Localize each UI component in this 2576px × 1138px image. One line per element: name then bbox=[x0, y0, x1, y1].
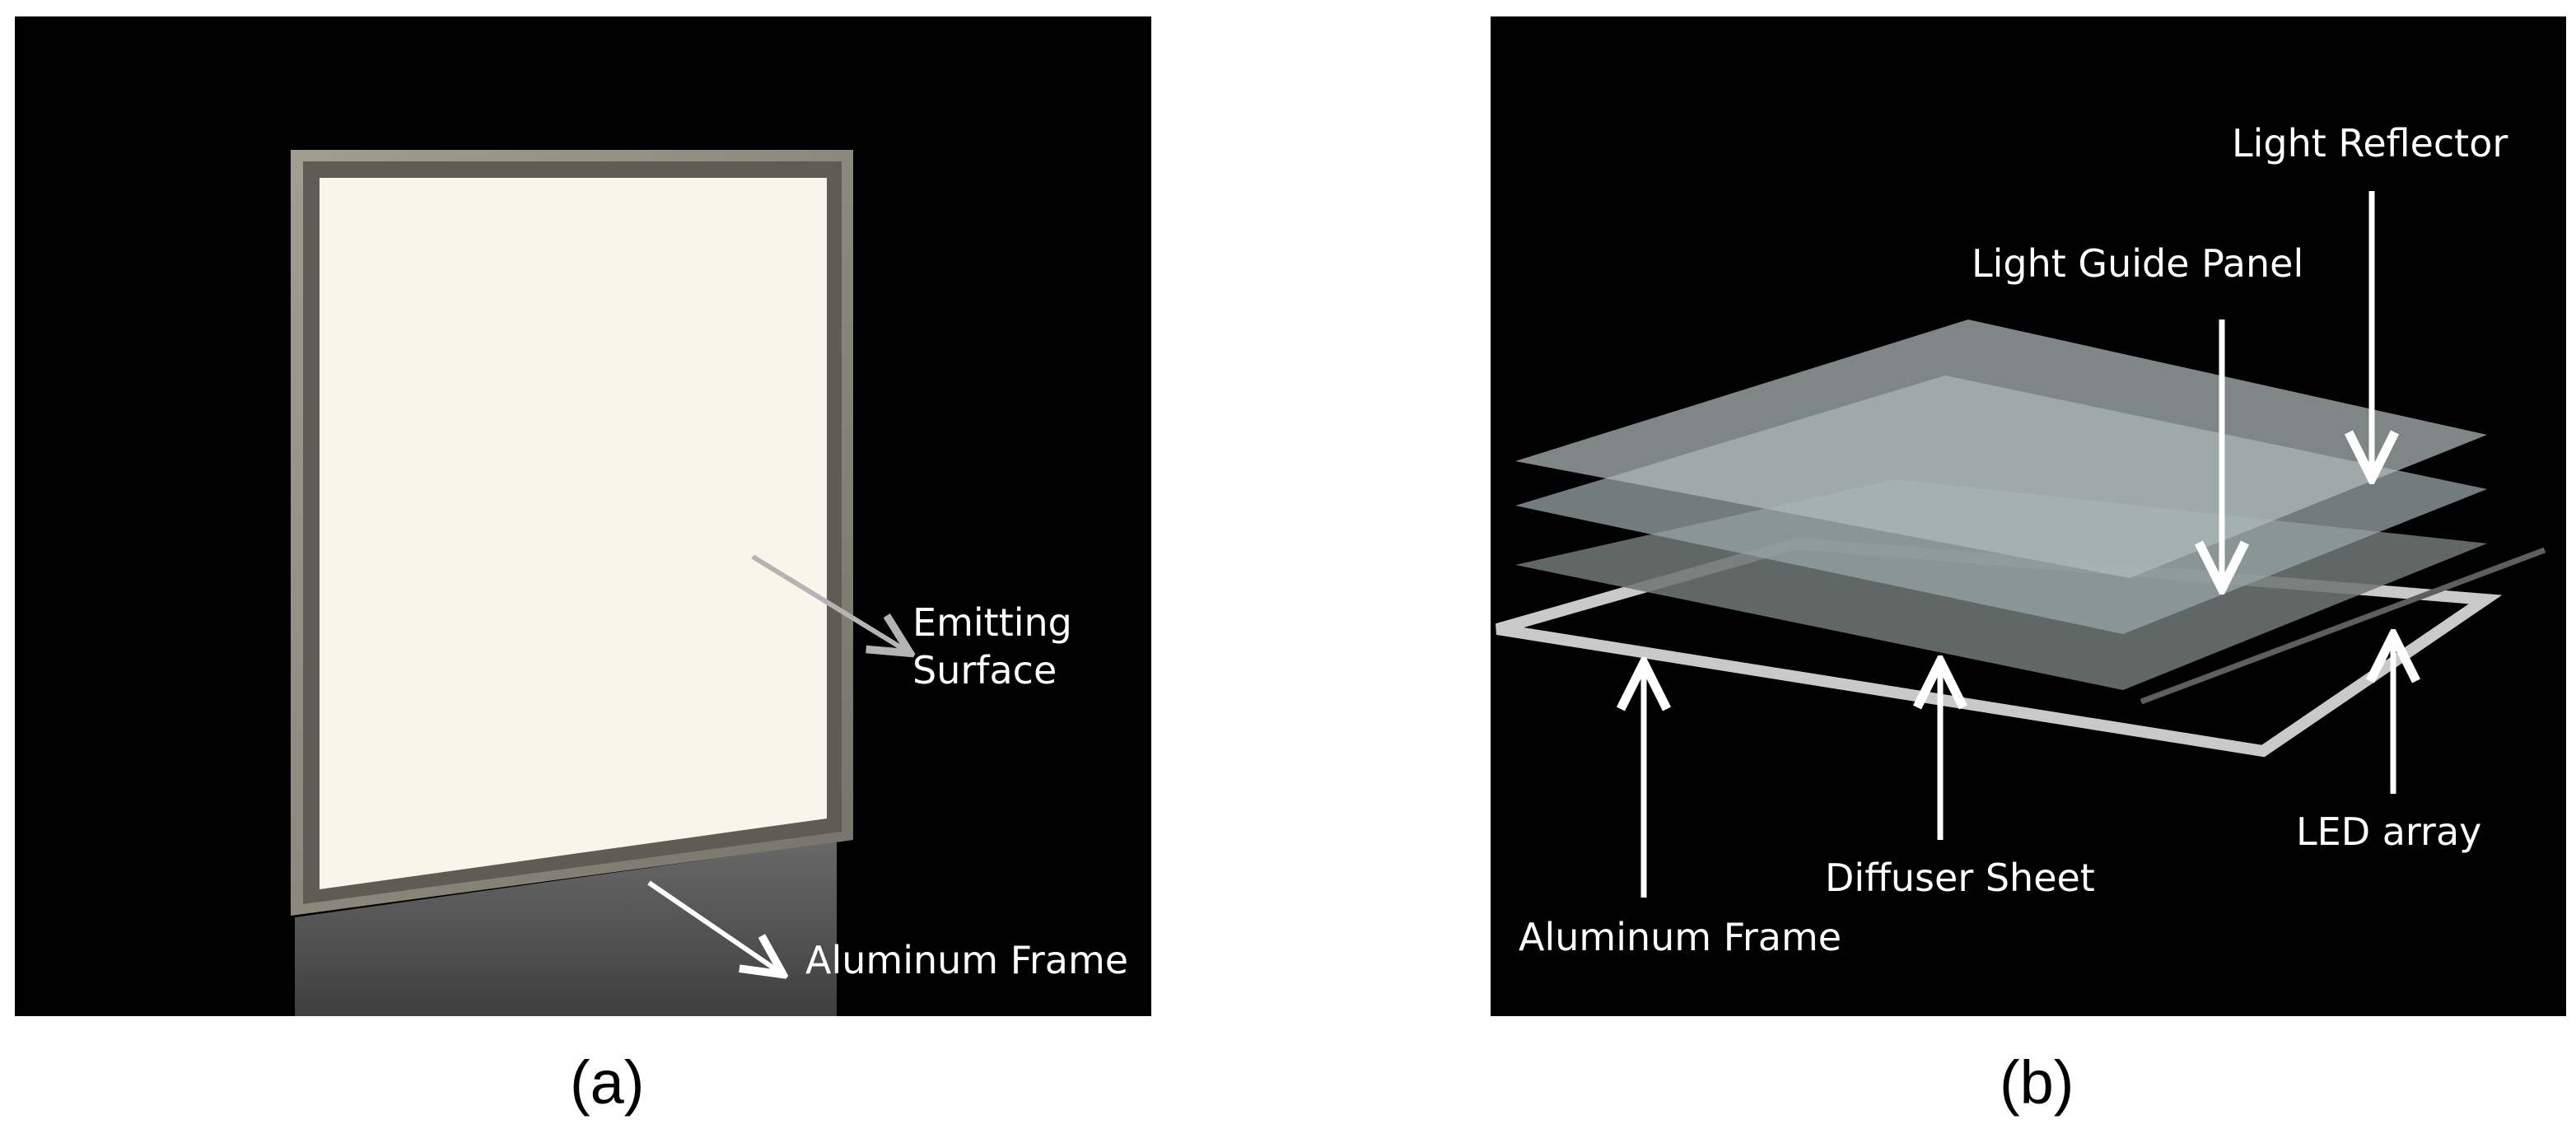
light-reflector-label: Light Reflector bbox=[2232, 121, 2508, 166]
light-reflector-shape bbox=[1515, 319, 2487, 578]
led-array-strip bbox=[2140, 547, 2546, 705]
emitting-surface-shape bbox=[320, 178, 827, 889]
panel-a-illustration bbox=[291, 150, 1151, 1016]
led-array-label: LED array bbox=[2296, 809, 2482, 854]
panel-b-illustration bbox=[1496, 191, 2546, 898]
aluminum-frame-arrow-a bbox=[647, 880, 779, 972]
aluminum-frame-label-a: Aluminum Frame bbox=[805, 938, 1129, 982]
aluminum-frame-label-b: Aluminum Frame bbox=[1519, 915, 1842, 959]
light-guide-panel-label: Light Guide Panel bbox=[1972, 241, 2304, 286]
diffuser-sheet-label: Diffuser Sheet bbox=[1825, 856, 2095, 900]
caption-a: (a) bbox=[570, 1048, 645, 1117]
emitting-surface-arrow bbox=[751, 554, 906, 651]
emitting-surface-label: Emitting Surface bbox=[912, 600, 1072, 693]
panel-a: Emitting Surface Aluminum Frame bbox=[15, 16, 1151, 1016]
panel-b: Light Reflector Light Guide Panel LED ar… bbox=[1491, 16, 2566, 1016]
floor-reflection bbox=[295, 842, 837, 1016]
caption-b: (b) bbox=[2000, 1048, 2074, 1117]
